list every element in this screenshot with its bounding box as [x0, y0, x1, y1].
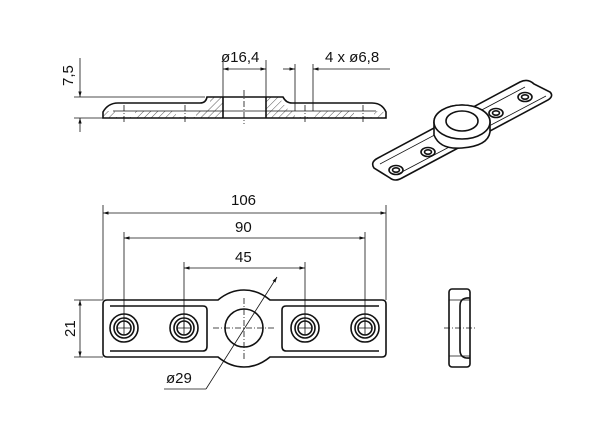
boss-diameter-dim-label: ø29	[166, 370, 192, 387]
width-dim-label: 21	[62, 320, 79, 337]
small-holes-dim-label: 4 x ø6,8	[325, 49, 379, 66]
plan-view: 106 90 45 21 ø29	[62, 192, 387, 390]
center-hole-dim-label: ø16,4	[221, 49, 259, 66]
outer-pitch-dim-label: 90	[235, 219, 252, 236]
inner-pitch-dim-label: 45	[235, 249, 252, 266]
side-view	[444, 288, 476, 368]
section-outline	[102, 96, 387, 119]
section-view: 7,5 ø16,4 4 x ø6,8	[60, 49, 390, 132]
overall-length-dim-label: 106	[231, 192, 256, 209]
isometric-view	[371, 79, 553, 181]
height-dim-label: 7,5	[60, 65, 77, 86]
plan-outline	[102, 289, 387, 368]
